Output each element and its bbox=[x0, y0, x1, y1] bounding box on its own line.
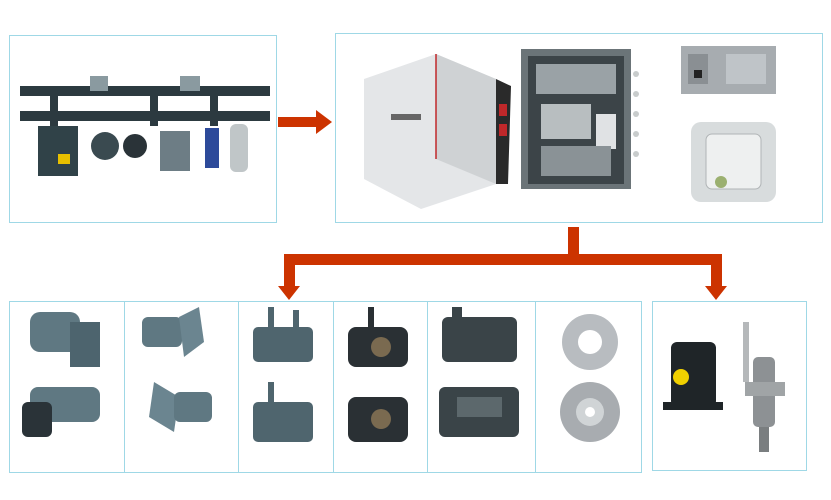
open-cabinet-icon bbox=[521, 49, 639, 189]
caliper-unit-heavy-icon bbox=[439, 307, 519, 437]
arrow-left-shaft bbox=[284, 254, 295, 288]
brake-rack-assembly-icon bbox=[20, 76, 270, 176]
brake-units-node bbox=[9, 301, 642, 473]
caliper-unit-dark-icon bbox=[348, 307, 408, 442]
sensor-valve-icon bbox=[743, 322, 785, 452]
caliper-unit-cell bbox=[238, 302, 334, 472]
brake-caliper-cell bbox=[124, 302, 239, 472]
brake-rack-node bbox=[9, 35, 277, 223]
arrow-right-branch-head bbox=[705, 286, 727, 300]
brake-actuator-cell bbox=[10, 302, 125, 472]
brake-caliper-icon bbox=[142, 307, 212, 432]
arrow-stem bbox=[568, 227, 579, 263]
valve-block-icon bbox=[691, 122, 776, 202]
brake-disc-icon bbox=[560, 314, 620, 442]
caliper-unit-dark-cell bbox=[333, 302, 428, 472]
caliper-unit-heavy-cell bbox=[427, 302, 536, 472]
arrow-right-branch-shaft bbox=[711, 254, 722, 288]
rack-module-icon bbox=[681, 46, 776, 94]
brake-disc-cell bbox=[535, 302, 641, 472]
arrow-branch-bar bbox=[284, 254, 722, 265]
arrow-left-head bbox=[278, 286, 300, 300]
control-unit-box-icon bbox=[364, 54, 511, 209]
pressure-switch-icon bbox=[663, 342, 723, 410]
arrow-right-shaft bbox=[278, 117, 318, 127]
control-units-node bbox=[335, 33, 823, 223]
sensors-node bbox=[652, 301, 807, 471]
arrow-right-head bbox=[316, 110, 332, 134]
caliper-unit-icon bbox=[253, 307, 313, 442]
brake-actuator-icon bbox=[22, 312, 100, 437]
